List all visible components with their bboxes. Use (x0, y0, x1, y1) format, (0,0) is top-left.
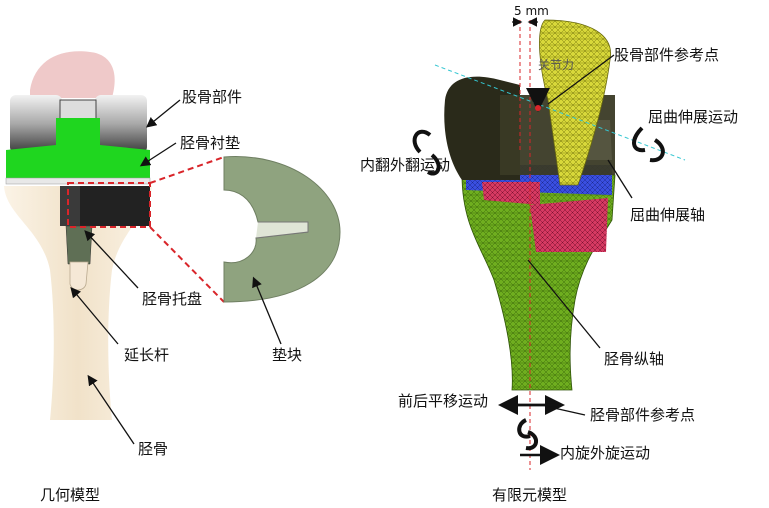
left-leaders (70, 99, 282, 445)
label-extension-stem: 延长杆 (124, 346, 170, 364)
label-varus-motion: 内翻外翻运动 (360, 156, 451, 174)
label-rotation-motion: 内旋外旋运动 (560, 444, 651, 462)
label-ap-translation: 前后平移运动 (398, 392, 489, 410)
zoom-box (67, 182, 151, 228)
geometric-model (4, 51, 341, 445)
label-flexion-motion: 屈曲伸展运动 (648, 108, 739, 126)
tibia-bone (4, 186, 152, 420)
caption-geometric-model: 几何模型 (40, 486, 101, 504)
fe-model (412, 17, 686, 470)
label-tibial-liner: 胫骨衬垫 (180, 134, 241, 152)
label-pad: 垫块 (272, 346, 303, 364)
femoral-component (10, 95, 147, 153)
label-tibia: 胫骨 (138, 440, 169, 458)
flexion-axis (434, 64, 686, 161)
right-leaders (527, 54, 633, 416)
motion-arrows (412, 126, 665, 451)
extension-stem (65, 225, 93, 265)
label-tibial-tray: 胫骨托盘 (142, 290, 203, 308)
label-offset: 5 mm (514, 4, 549, 18)
label-femoral-ref-point: 股骨部件参考点 (614, 46, 720, 64)
zoomed-pad (223, 156, 341, 303)
tibial-tray (68, 186, 150, 226)
tibial-liner (6, 118, 150, 178)
label-femoral-component: 股骨部件 (182, 88, 243, 106)
label-tibial-ref-point: 胫骨部件参考点 (590, 406, 696, 424)
femur-bone (30, 51, 115, 98)
fe-femoral-mesh (539, 19, 612, 186)
label-tibial-long-axis: 胫骨纵轴 (604, 350, 665, 368)
label-flexion-axis: 屈曲伸展轴 (630, 206, 706, 224)
caption-fe-model: 有限元模型 (492, 486, 568, 504)
label-joint-force: 关节力 (538, 58, 575, 72)
